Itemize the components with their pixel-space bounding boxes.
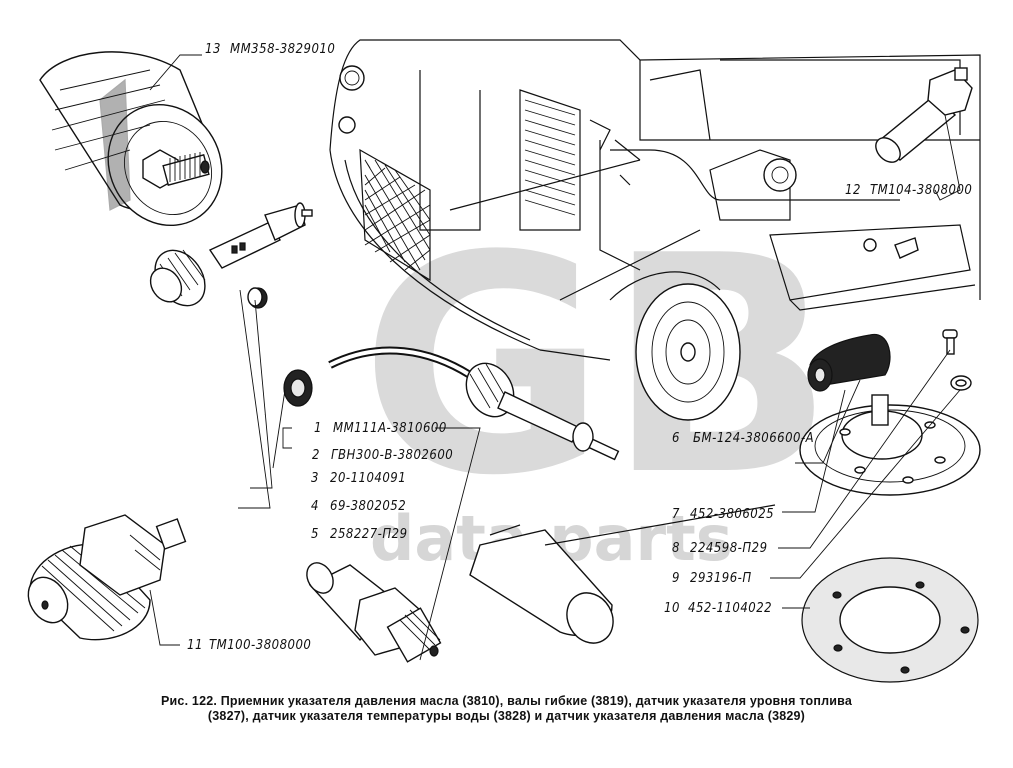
- callout-7: 7 452-3806025: [672, 507, 774, 522]
- callout-3-part: 20-1104091: [330, 471, 406, 486]
- temperature-sender-illustration: [875, 67, 973, 163]
- vehicle-cutaway: [329, 39, 981, 421]
- flexible-shaft-upper-illustration: [283, 346, 620, 461]
- callout-6-part: БМ-124-3806600-А: [693, 431, 814, 446]
- callout-11-part: ТМ100-3808000: [209, 638, 311, 653]
- callout-13-part: ММ358-3829010: [230, 42, 335, 57]
- callout-2: 2 ГВН300-В-3802600: [312, 448, 453, 463]
- callout-6-number: 6: [672, 431, 680, 446]
- callout-3: 3 20-1104091: [311, 471, 406, 486]
- callout-8: 8 224598-П29: [672, 541, 768, 556]
- callout-13-number: 13: [205, 42, 221, 57]
- water-temperature-sender-illustration: [27, 514, 187, 641]
- callout-12: 12 ТМ104-3808000: [845, 183, 972, 198]
- callout-7-part: 452-3806025: [690, 507, 774, 522]
- figure-caption: Рис. 122. Приемник указателя давления ма…: [0, 694, 1013, 724]
- callout-12-part: ТМ104-3808000: [870, 183, 972, 198]
- float-tube-illustration: [469, 504, 776, 644]
- callout-labels: 13 ММ358-3829010 12 ТМ104-3808000 1 ММ11…: [187, 42, 972, 653]
- callout-12-number: 12: [845, 183, 861, 198]
- leader-lines: [149, 54, 961, 661]
- callout-1-number: 1: [314, 421, 322, 436]
- callout-2-part: ГВН300-В-3802600: [331, 448, 453, 463]
- fuel-level-sender-illustration: [799, 329, 981, 683]
- callout-1-part: ММ111А-3810600: [333, 421, 447, 436]
- oil-pressure-sender-illustration: [39, 51, 223, 227]
- callout-9-number: 9: [672, 571, 680, 586]
- callout-10-number: 10: [664, 601, 680, 616]
- callout-2-number: 2: [312, 448, 320, 463]
- watermark-logo: GB: [360, 192, 835, 541]
- callout-4-part: 69-3802052: [330, 499, 406, 514]
- callout-4: 4 69-3802052: [311, 499, 406, 514]
- callout-11: 11 ТМ100-3808000: [187, 638, 311, 653]
- callout-11-number: 11: [187, 638, 203, 653]
- callout-9-part: 293196-П: [690, 571, 752, 586]
- callout-13: 13 ММ358-3829010: [205, 42, 335, 57]
- callout-7-number: 7: [672, 507, 680, 522]
- flexible-shaft-illustration: [86, 202, 313, 451]
- callout-8-part: 224598-П29: [690, 541, 768, 556]
- callout-10-part: 452-1104022: [688, 601, 772, 616]
- callout-4-number: 4: [311, 499, 319, 514]
- callout-6: 6 БМ-124-3806600-А: [672, 431, 814, 446]
- callout-5-number: 5: [311, 527, 319, 542]
- callout-8-number: 8: [672, 541, 680, 556]
- callout-9: 9 293196-П: [672, 571, 752, 586]
- callout-1: 1 ММ111А-3810600: [314, 421, 447, 436]
- callout-5: 5 258227-П29: [311, 527, 408, 542]
- callout-10: 10 452-1104022: [664, 601, 772, 616]
- callout-5-part: 258227-П29: [330, 527, 408, 542]
- caption-line-1: Рис. 122. Приемник указателя давления ма…: [161, 694, 852, 708]
- callout-3-number: 3: [311, 471, 319, 486]
- caption-line-2: (3827), датчик указателя температуры вод…: [207, 709, 806, 723]
- oil-pressure-gauge-sender-illustration: [306, 562, 442, 663]
